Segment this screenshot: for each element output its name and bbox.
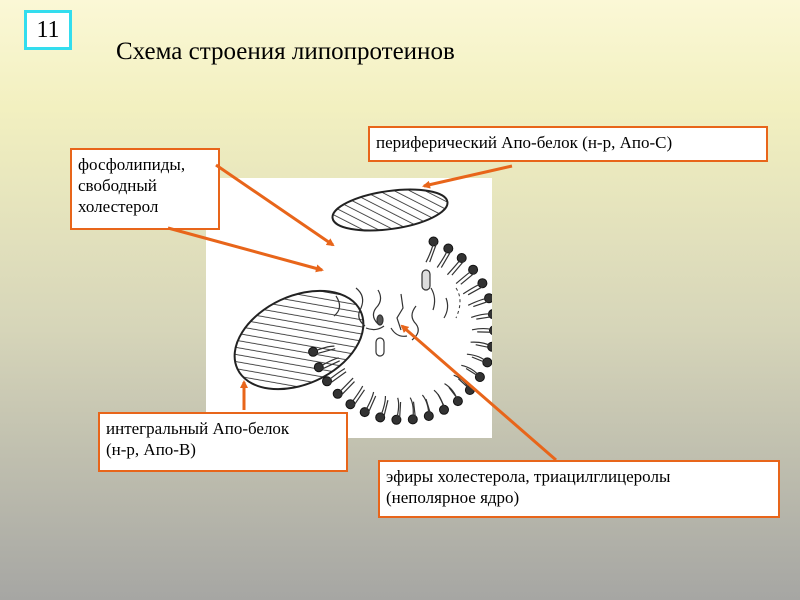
lipid-tail <box>349 385 364 405</box>
lipid-tail <box>318 357 339 368</box>
lipid-tail <box>471 313 493 318</box>
phospholipid-head <box>313 362 324 373</box>
lipid-tail <box>340 381 355 397</box>
lipid-tail <box>379 395 387 418</box>
lipid-tail <box>312 345 335 353</box>
lipid-tail <box>436 248 449 268</box>
phospholipid-head <box>345 399 356 410</box>
callout-peripheral-apoprotein: периферический Апо-белок (н-р, Апо-С) <box>368 126 768 162</box>
lipid-tail <box>467 297 490 306</box>
lipid-tail <box>321 360 340 370</box>
lipid-tail <box>425 241 435 263</box>
lipid-tail <box>367 395 377 415</box>
lipid-tail <box>473 299 493 308</box>
lipid-tail <box>477 331 498 333</box>
lipid-tail <box>352 389 365 407</box>
slide-number: 11 <box>24 10 72 50</box>
lipoprotein-figure <box>206 178 499 438</box>
lipid-tail <box>476 315 496 320</box>
lipid-tail <box>329 371 347 384</box>
lipid-tail <box>467 284 486 296</box>
lipid-tail <box>440 250 452 268</box>
lipid-tail <box>395 397 400 420</box>
lipid-tail <box>446 257 463 276</box>
callout-integral-apoprotein: интегральный Апо-белок (н-р, Апо-В) <box>98 412 348 472</box>
lipid-tail <box>337 377 354 395</box>
callout-phospholipids: фосфолипиды, свободный холестерол <box>70 148 220 230</box>
lipid-tail <box>471 328 495 331</box>
lipid-tail <box>455 269 474 285</box>
lipid-tail <box>382 400 389 420</box>
slide-title: Схема строения липопротеинов <box>116 38 455 65</box>
lipid-tail <box>429 243 438 263</box>
peripheral-apoprotein-shape <box>331 188 449 232</box>
lipid-tail <box>398 401 402 422</box>
lipid-tail <box>451 259 466 276</box>
lipid-tail <box>315 348 336 355</box>
lipid-tail <box>462 282 483 295</box>
callout-core: эфиры холестерола, триацилглицеролы (неп… <box>378 460 780 518</box>
phospholipid-head <box>489 325 499 336</box>
lipid-tail <box>326 367 346 382</box>
integral-apoprotein-shape <box>233 289 365 391</box>
lipid-tail <box>364 391 375 413</box>
lipid-tail <box>460 271 477 285</box>
